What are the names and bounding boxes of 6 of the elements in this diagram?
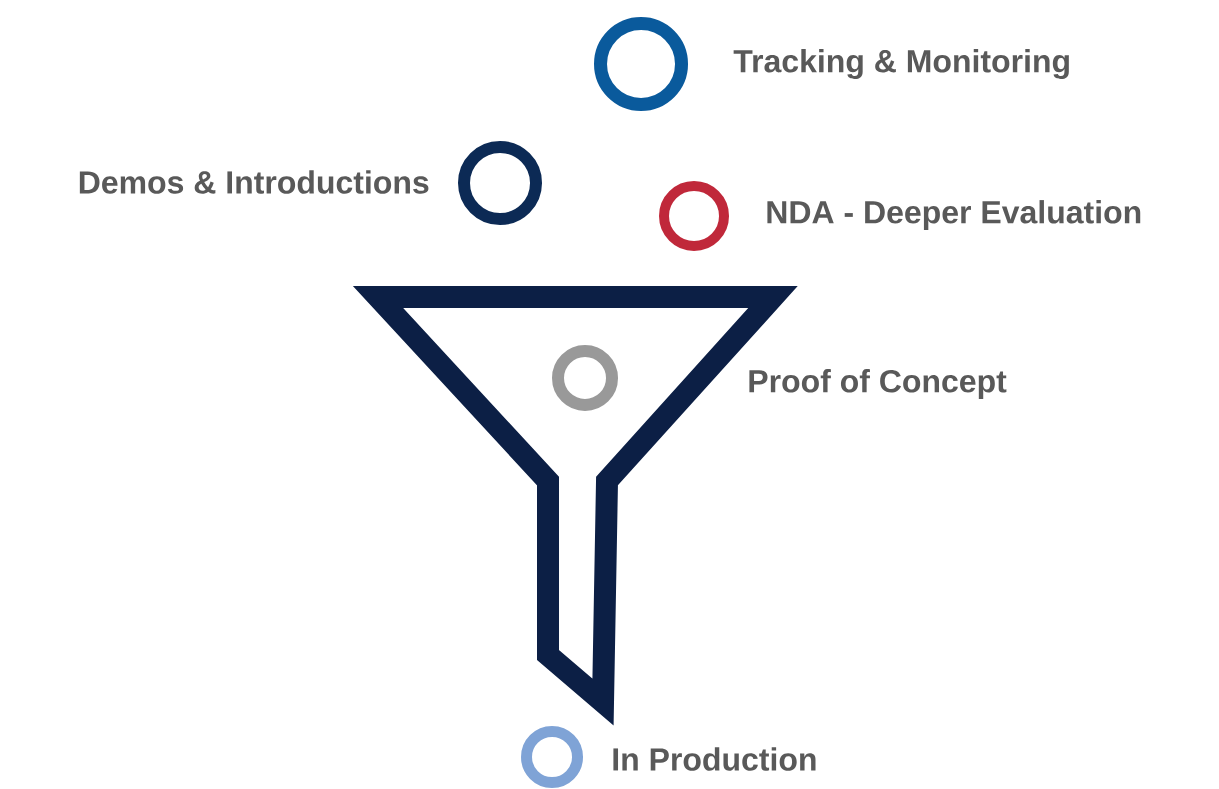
stage-label: In Production [613,747,816,771]
stage-label: Demos & Introductions [79,170,429,194]
ring [552,345,618,411]
stage-label: Tracking & Monitoring [733,49,1069,79]
stage-label: Proof of Concept [749,369,1007,399]
stage-label: NDA - Deeper Evaluation [767,200,1141,230]
